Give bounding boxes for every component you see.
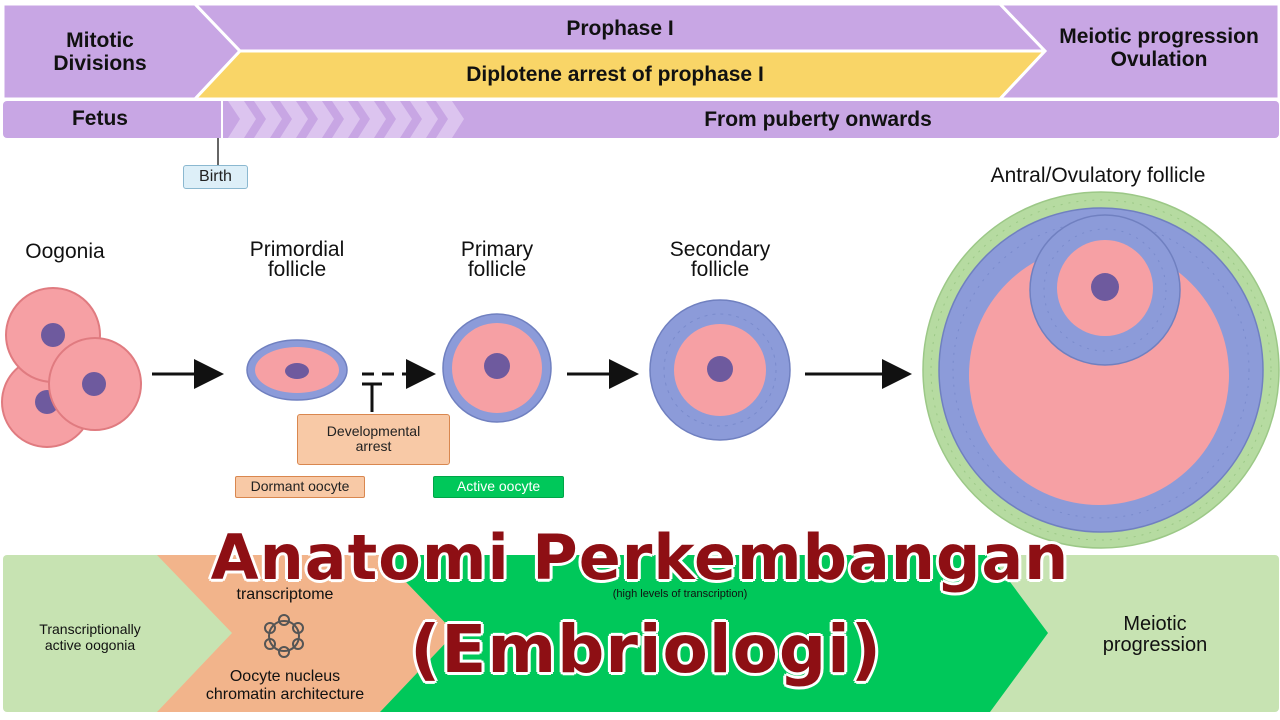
transition-chevrons	[228, 101, 464, 138]
label-primary-follicle: Primary follicle	[460, 238, 534, 281]
orange-chevron	[157, 555, 455, 712]
dormant-oocyte-label: Dormant oocyte	[250, 478, 350, 494]
developmental-arrest-label: Developmental arrest	[326, 423, 421, 454]
label-transcriptionally-active: Transcriptionally active oogonia	[39, 621, 141, 653]
overlay-title-line1: Anatomi Perkembangan	[210, 521, 1070, 594]
bottom-band	[3, 555, 1279, 712]
label-transcriptome: transcriptome	[236, 586, 334, 603]
label-primordial-follicle: Primordial follicle	[249, 238, 345, 281]
overlay-title-line2: (Embriologi)	[410, 611, 882, 688]
period-fetus: Fetus	[71, 107, 128, 130]
label-secondary-follicle: Secondary follicle	[669, 238, 771, 281]
birth-tag-label: Birth	[199, 168, 232, 185]
inhibition-symbol	[362, 382, 382, 412]
label-oogonia: Oogonia	[25, 240, 105, 263]
stage-mitotic-divisions: Mitotic Divisions	[53, 29, 147, 75]
label-antral-follicle: Antral/Ovulatory follicle	[990, 164, 1206, 187]
dormant-oocyte-box: Dormant oocyte	[235, 476, 365, 498]
chromatin-ring-icon	[264, 614, 304, 658]
primordial-follicle	[246, 339, 348, 401]
active-oocyte-label: Active oocyte	[456, 478, 541, 494]
secondary-follicle	[649, 299, 791, 441]
timeline-bar	[1, 2, 1280, 165]
stage-diplotene-arrest: Diplotene arrest of prophase I	[466, 63, 764, 86]
developmental-arrest-box: Developmental arrest	[297, 414, 450, 465]
birth-tag: Birth	[183, 165, 248, 189]
stage-meiotic-ovulation: Meiotic progression Ovulation	[1059, 25, 1259, 71]
green-arrow	[380, 555, 1048, 712]
oogonia-cells	[1, 287, 142, 448]
stage-prophase-i: Prophase I	[566, 17, 674, 40]
label-nucleus-architecture: Oocyte nucleus chromatin architecture	[205, 668, 365, 703]
antral-follicle	[922, 191, 1280, 549]
primary-follicle	[442, 313, 552, 423]
active-oocyte-box: Active oocyte	[433, 476, 564, 498]
period-puberty-onwards: From puberty onwards	[704, 108, 932, 131]
label-high-transcription: (high levels of transcription)	[612, 588, 748, 600]
label-meiotic-progression: Meiotic progression	[1102, 613, 1208, 656]
meiotic-progression-band	[996, 2, 1280, 101]
